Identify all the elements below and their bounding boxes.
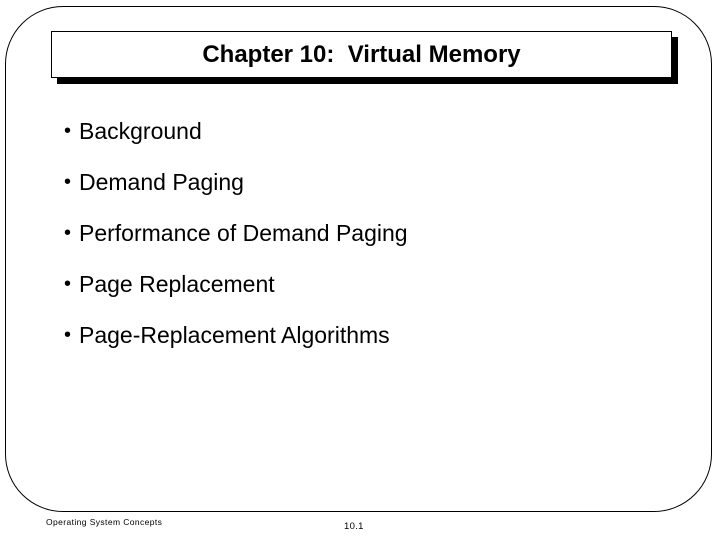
list-item: • Page-Replacement Algorithms <box>64 317 664 368</box>
list-item: • Background <box>64 113 664 164</box>
bullet-label-page-replacement: Page Replacement <box>79 271 275 297</box>
bullet-list: • Background • Demand Paging • Performan… <box>64 113 664 368</box>
bullet-dot-icon: • <box>64 120 72 142</box>
footer-source-text: Operating System Concepts <box>46 517 163 527</box>
list-item: • Page Replacement <box>64 266 664 317</box>
slide-title: Chapter 10: Virtual Memory <box>202 40 521 68</box>
bullet-label-page-replacement-algorithms: Page-Replacement Algorithms <box>79 322 390 348</box>
bullet-label-background: Background <box>79 118 202 144</box>
bullet-dot-icon: • <box>64 222 72 244</box>
bullet-dot-icon: • <box>64 324 72 346</box>
list-item: • Performance of Demand Paging <box>64 215 664 266</box>
bullet-label-performance-of-demand-paging: Performance of Demand Paging <box>79 220 408 246</box>
list-item: • Demand Paging <box>64 164 664 215</box>
bullet-dot-icon: • <box>64 171 72 193</box>
bullet-label-demand-paging: Demand Paging <box>79 169 244 195</box>
title-box: Chapter 10: Virtual Memory <box>51 31 672 78</box>
bullet-dot-icon: • <box>64 273 72 295</box>
footer-page-number: 10.1 <box>344 521 364 532</box>
